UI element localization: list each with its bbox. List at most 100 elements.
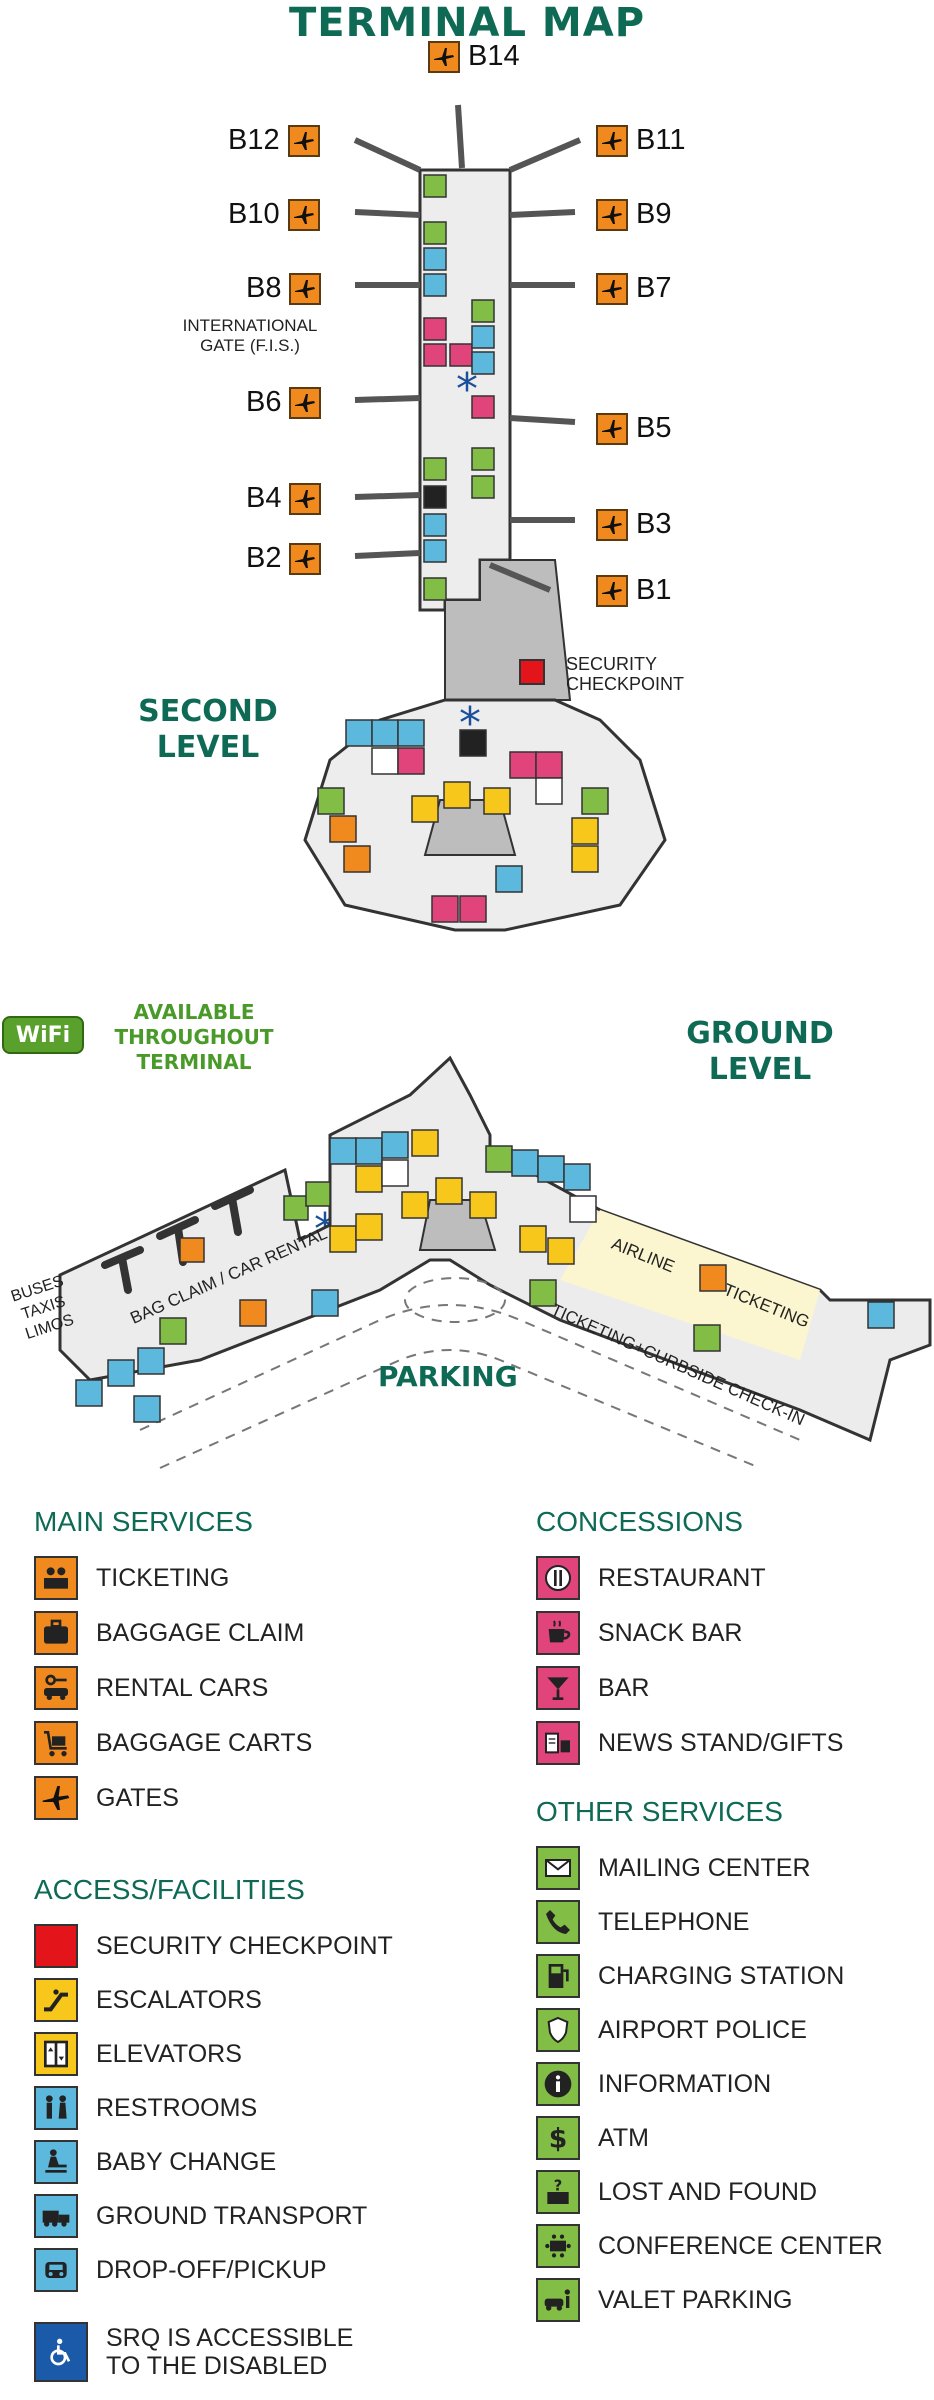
gate-label: B5 bbox=[636, 412, 672, 444]
legend-item-baggage-carts: BAGGAGE CARTS bbox=[34, 1721, 454, 1765]
legend-item-conference: CONFERENCE CENTER bbox=[536, 2224, 934, 2268]
gate-b12[interactable]: B12 bbox=[228, 124, 320, 157]
coffee-cup-icon bbox=[536, 1611, 580, 1655]
gate-b8[interactable]: B8 bbox=[246, 272, 322, 305]
car-key-icon bbox=[34, 1666, 78, 1710]
legend-item-charging: CHARGING STATION bbox=[536, 1954, 934, 1998]
legend-item-rental-cars: RENTAL CARS bbox=[34, 1666, 454, 1710]
legend-item-ticketing: TICKETING bbox=[34, 1556, 454, 1600]
info-icon bbox=[536, 2062, 580, 2106]
legend-item-elevators: ELEVATORS bbox=[34, 2032, 474, 2076]
charging-icon bbox=[536, 1954, 580, 1998]
airplane-icon bbox=[596, 508, 628, 541]
restroom-icon bbox=[34, 2086, 78, 2130]
gate-b14[interactable]: B14 bbox=[428, 40, 520, 73]
airplane-icon bbox=[289, 272, 322, 305]
gate-label: B8 bbox=[246, 272, 282, 304]
legend-item-ground-transport: GROUND TRANSPORT bbox=[34, 2194, 474, 2238]
airplane-icon bbox=[596, 124, 628, 157]
police-badge-icon bbox=[536, 2008, 580, 2052]
airplane-icon bbox=[596, 272, 628, 305]
ticketing-icon bbox=[34, 1556, 78, 1600]
wifi-badge: WiFi bbox=[2, 1016, 84, 1054]
gate-b3[interactable]: B3 bbox=[596, 508, 671, 541]
concourse-service-icons bbox=[317, 174, 609, 923]
svg-text:$: $ bbox=[549, 2123, 568, 2154]
legend-item-atm: $ ATM bbox=[536, 2116, 934, 2160]
baggage-carousels bbox=[101, 1186, 254, 1294]
gate-b10[interactable]: B10 bbox=[228, 198, 320, 231]
ground-service-icons bbox=[75, 1129, 895, 1423]
airplane-icon bbox=[287, 124, 320, 157]
accessible-text: SRQ IS ACCESSIBLE TO THE DISABLED bbox=[106, 2324, 354, 2380]
legend-item-police: AIRPORT POLICE bbox=[536, 2008, 934, 2052]
airplane-icon bbox=[34, 1776, 78, 1820]
gate-b2[interactable]: B2 bbox=[246, 542, 322, 575]
legend-heading: CONCESSIONS bbox=[536, 1506, 743, 1537]
legend-item-baggage-claim: BAGGAGE CLAIM bbox=[34, 1611, 454, 1655]
airplane-icon bbox=[289, 482, 322, 515]
security-checkpoint-marker bbox=[519, 659, 545, 685]
gate-label: B6 bbox=[246, 386, 282, 418]
legend-item-snack-bar: SNACK BAR bbox=[536, 1611, 934, 1655]
international-gate-label: INTERNATIONAL GATE (F.I.S.) bbox=[182, 316, 318, 355]
legend-heading: MAIN SERVICES bbox=[34, 1506, 253, 1537]
legend-item-baby-change: BABY CHANGE bbox=[34, 2140, 474, 2184]
legend-concessions: CONCESSIONS RESTAURANT SNACK BAR BAR NEW… bbox=[536, 1506, 934, 1765]
legend-item-valet: VALET PARKING bbox=[536, 2278, 934, 2322]
legend-item-security: SECURITY CHECKPOINT bbox=[34, 1924, 474, 1968]
airplane-icon bbox=[596, 574, 628, 607]
wifi-availability-text: AVAILABLE THROUGHOUT TERMINAL bbox=[114, 1000, 274, 1074]
airplane-icon bbox=[289, 386, 322, 419]
svg-text:?: ? bbox=[554, 2178, 563, 2195]
legend-item-telephone: TELEPHONE bbox=[536, 1900, 934, 1944]
legend-item-news-stand: NEWS STAND/GIFTS bbox=[536, 1721, 934, 1765]
ground-level-label: GROUND LEVEL bbox=[686, 1016, 834, 1087]
gate-b5[interactable]: B5 bbox=[596, 412, 671, 445]
dollar-icon: $ bbox=[536, 2116, 580, 2160]
page-title: TERMINAL MAP bbox=[288, 0, 646, 46]
car-front-icon bbox=[34, 2248, 78, 2292]
airplane-icon bbox=[289, 542, 322, 575]
gate-label: B10 bbox=[228, 198, 280, 230]
gate-b9[interactable]: B9 bbox=[596, 198, 671, 231]
gate-b7[interactable]: B7 bbox=[596, 272, 671, 305]
gate-label: B9 bbox=[636, 198, 672, 230]
baby-change-icon bbox=[34, 2140, 78, 2184]
restaurant-icon bbox=[536, 1556, 580, 1600]
legend-main-services: MAIN SERVICES TICKETING BAGGAGE CLAIM RE… bbox=[34, 1506, 454, 1820]
gate-label: B1 bbox=[636, 574, 672, 606]
legend-item-gates: GATES bbox=[34, 1776, 454, 1820]
airplane-icon bbox=[596, 412, 628, 445]
lost-found-icon: ? bbox=[536, 2170, 580, 2214]
gate-label: B12 bbox=[228, 124, 280, 156]
gate-label: B11 bbox=[636, 124, 686, 156]
gate-label: B2 bbox=[246, 542, 282, 574]
legend-other-services: OTHER SERVICES MAILING CENTER TELEPHONE … bbox=[536, 1796, 934, 2322]
phone-icon bbox=[536, 1900, 580, 1944]
cocktail-icon bbox=[536, 1666, 580, 1710]
legend-heading: ACCESS/FACILITIES bbox=[34, 1874, 305, 1905]
gate-b4[interactable]: B4 bbox=[246, 482, 322, 515]
cart-icon bbox=[34, 1721, 78, 1765]
gate-label: B14 bbox=[468, 40, 520, 72]
legend-heading: OTHER SERVICES bbox=[536, 1796, 783, 1827]
legend-item-information: INFORMATION bbox=[536, 2062, 934, 2106]
suitcase-icon bbox=[34, 1611, 78, 1655]
legend-accessible: SRQ IS ACCESSIBLE TO THE DISABLED bbox=[34, 2322, 454, 2382]
elevator-icon bbox=[34, 2032, 78, 2076]
airplane-icon bbox=[428, 40, 460, 73]
gate-b11[interactable]: B11 bbox=[596, 124, 685, 157]
ground-transport-icon bbox=[34, 2194, 78, 2238]
gate-label: B4 bbox=[246, 482, 282, 514]
second-level-label: SECOND LEVEL bbox=[138, 694, 278, 765]
news-gifts-icon bbox=[536, 1721, 580, 1765]
conference-table-icon bbox=[536, 2224, 580, 2268]
legend-item-lost-found: ? LOST AND FOUND bbox=[536, 2170, 934, 2214]
wheelchair-icon bbox=[34, 2322, 88, 2382]
gate-b1[interactable]: B1 bbox=[596, 574, 671, 607]
legend-item-restrooms: RESTROOMS bbox=[34, 2086, 474, 2130]
gate-b6[interactable]: B6 bbox=[246, 386, 322, 419]
legend-item-drop-off: DROP-OFF/PICKUP bbox=[34, 2248, 474, 2292]
envelope-icon bbox=[536, 1846, 580, 1890]
